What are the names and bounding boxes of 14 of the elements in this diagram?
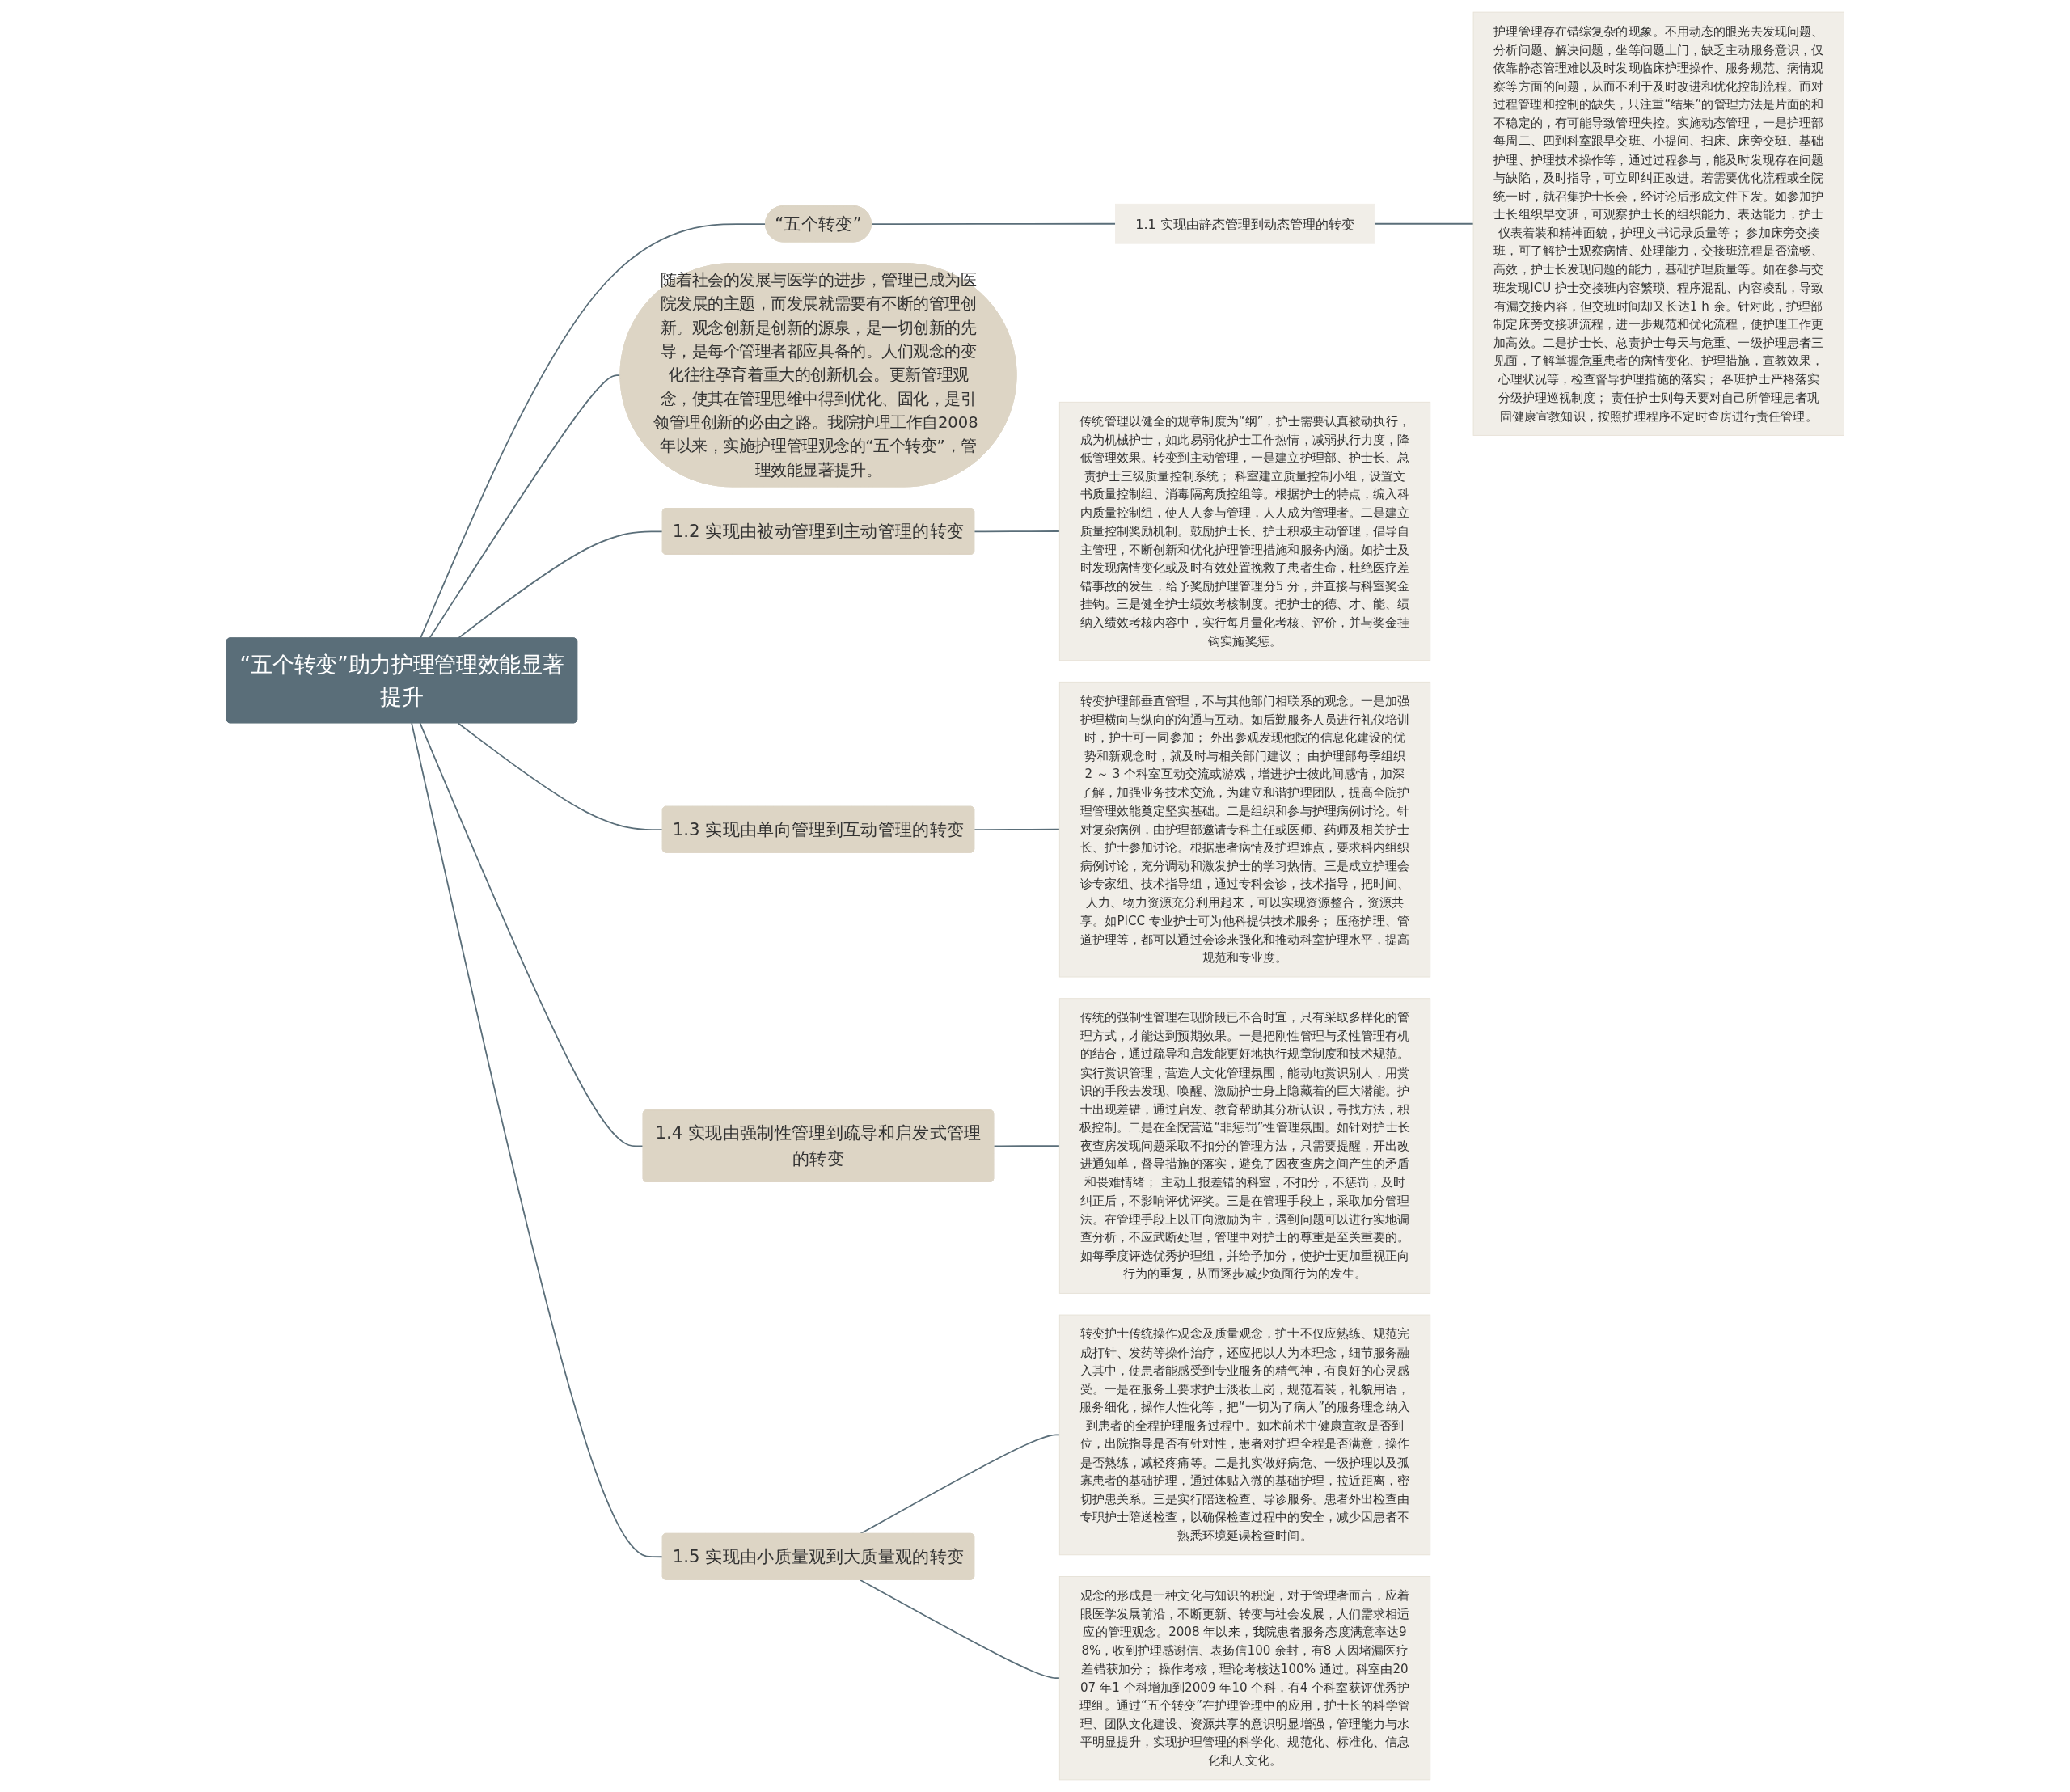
node-box: 传统管理以健全的规章制度为“纲”，护士需要认真被动执行，成为机械护士，如此易弱化护士工作热情，减弱执行力度，降低管理效果。转变到主动管理，一是建立护理部、护士长、总责护士三级质量控制系统； 科室建立质量控制小组，设置文书质量控制组、消毒隔离质控组等。根据护士的特点，编入科内质量控制组，使人人参与管理，人人成为管理者。二是建立质量控制奖励机制。鼓励护士长、护士积极主动管理，倡导自主管理，不断创新和优化护理管理措施和服务内涵。如护士及时发现病情变化或及时有效处置挽救了患者生命，杜绝医疗差错事故的发生，给予奖励护理管理分5 分，并直接与科室奖金挂钩。三是健全护士绩效考核制度。把护士的德、才、能、绩纳入绩效考核内容中，实行每月量化考核、评价，并与奖金挂钩实施奖惩。 <box>1058 401 1430 661</box>
node-box: 护理管理存在错综复杂的现象。不用动态的眼光去发现问题、分析问题、解决问题，坐等问题上门，缺乏主动服务意识，仅依靠静态管理难以及时发现临床护理操作、服务规范、病情观察等方面的问题，从而不利于及时改进和优化控制流程。而对过程管理和控制的缺失，只注重“结果”的管理方法是片面的和不稳定的，有可能导致管理失控。实施动态管理，一是护理部每周二、四到科室跟早交班、小提问、扫床、床旁交班、基础护理、护理技术操作等，通过过程参与，能及时发现存在问题与缺陷，及时指导，可立即纠正改进。若需要优化流程或全院统一时，就召集护士长会，经讨论后形成文件下发。如参加护士长组织早交班，可观察护士长的组织能力、表达能力，护士仪表着装和精神面貌，护理文书记录质量等； 参加床旁交接班，可了解护士观察病情、处理能力，交接班流程是否流畅、高效，护士长发现问题的能力，基础护理质量等。如在参与交班发现ICU 护士交接班内容繁琐、程序混乱、内容凌乱，导致有漏交接内容，但交班时间却又长达1 h 余。针对此，护理部制定床旁交接班流程，进一步规范和优化流程，使护理工作更加高效。二是护士长、总责护士每天与危重、一级护理患者三见面，了解掌握危重患者的病情变化、护理措施，宣教效果，心理状况等，检查督导护理措施的落实； 各班护士严格落实分级护理巡视制度； 责任护士则每天要对自己所管理患者巩固健康宣教知识，按照护理程序不定时查房进行责任管理。 <box>1472 11 1844 436</box>
node-box: 转变护士传统操作观念及质量观念，护士不仅应熟练、规范完成打针、发药等操作治疗，还应把以人为本理念，细节服务融入其中，使患者能感受到专业服务的精气神，有良好的心灵感受。一是在服务上要求护士淡妆上岗，规范着装，礼貌用语，服务细化，操作人性化等，把“一切为了病人”的服务理念纳入到患者的全程护理服务过程中。如术前术中健康宣教是否到位，出院指导是否有针对性，患者对护理全程是否满意，操作是否熟练，减轻疼痛等。二是扎实做好病危、一级护理以及孤寡患者的基础护理，通过体贴入微的基础护理，拉近距离，密切护患关系。三是实行陪送检查、导诊服务。患者外出检查由专职护士陪送检查，以确保检查过程中的安全，减少因患者不熟悉环境延误检查时间。 <box>1058 1314 1430 1556</box>
node-box: 转变护理部垂直管理，不与其他部门相联系的观念。一是加强护理横向与纵向的沟通与互动。如后勤服务人员进行礼仪培训时，护士可一同参加； 外出参观发现他院的信息化建设的优势和新观念时，就及时与相关部门建议； 由护理部每季组织2 ～ 3 个科室互动交流或游戏，增进护士彼此间感情，加深了解，加强业务技术交流，为建立和谐护理团队，提高全院护理管理效能奠定坚实基础。二是组织和参与护理病例讨论。针对复杂病例，由护理部邀请专科主任或医师、药师及相关护士长、护士参加讨论。根据患者病情及护理难点，要求科内组织病例讨论，充分调动和激发护士的学习热情。三是成立护理会诊专家组、技术指导组，通过专科会诊，技术指导，把时间、人力、物力资源充分利用起来，可以实现资源整合，资源共享。如PICC 专业护士可为他科提供技术服务； 压疮护理、管道护理等，都可以通过会诊来强化和推动科室护理水平，提高规范和专业度。 <box>1058 681 1430 978</box>
node-box: 观念的形成是一种文化与知识的积淀，对于管理者而言，应着眼医学发展前沿，不断更新、转变与社会发展，人们需求相适应的管理观念。2008 年以来，我院患者服务态度满意率达98%，收到护理感谢信、表扬信100 余封，有8 人因堵漏医疗差错获加分； 操作考核，理论考核达100% 通过。科室由2007 年1 个科增加到2009 年10 个科，有4 个科室获评优秀护理组。通过“五个转变”在护理管理中的应用，护士长的科学管理、团队文化建设、资源共享的意识明显增强，管理能力与水平明显提升，实现护理管理的科学化、规范化、标准化、信息化和人文化。 <box>1058 1576 1430 1781</box>
connector <box>973 530 1060 533</box>
connector <box>973 828 1060 831</box>
node-box: 1.1 实现由静态管理到动态管理的转变 <box>1114 203 1375 244</box>
connector <box>859 1579 1060 1680</box>
connector <box>993 1145 1060 1147</box>
connector <box>1373 222 1474 225</box>
connector <box>870 222 1117 226</box>
node-box: 传统的强制性管理在现阶段已不合时宜，只有采取多样化的管理方式，才能达到预期效果。一是把刚性管理与柔性管理有机的结合，通过疏导和启发能更好地执行规章制度和技术规范。实行赏识管理，营造人文化管理氛围，能动地赏识别人，用赏识的手段去发现、唤醒、激励护士身上隐藏着的巨大潜能。护士出现差错，通过启发、教育帮助其分析认识，寻找方法，积极控制。二是在全院营造“非惩罚”性管理氛围。如针对护士长夜查房发现问题采取不扣分的管理方法，只需要提醒，开出改进通知单，督导措施的落实，避免了因夜查房之间产生的矛盾和畏难情绪； 主动上报差错的科室，不扣分，不惩罚，及时纠正后，不影响评优评奖。三是在管理手段上，采取加分管理法。在管理手段上以正向激励为主，遇到问题可以进行实地调查分析，不应武断处理，管理中对护士的尊重是至关重要的。如每季度评选优秀护理组，并给予加分，使护士更加重视正向行为的重复，从而逐步减少负面行为的发生。 <box>1058 998 1430 1294</box>
connector <box>859 1434 1060 1535</box>
